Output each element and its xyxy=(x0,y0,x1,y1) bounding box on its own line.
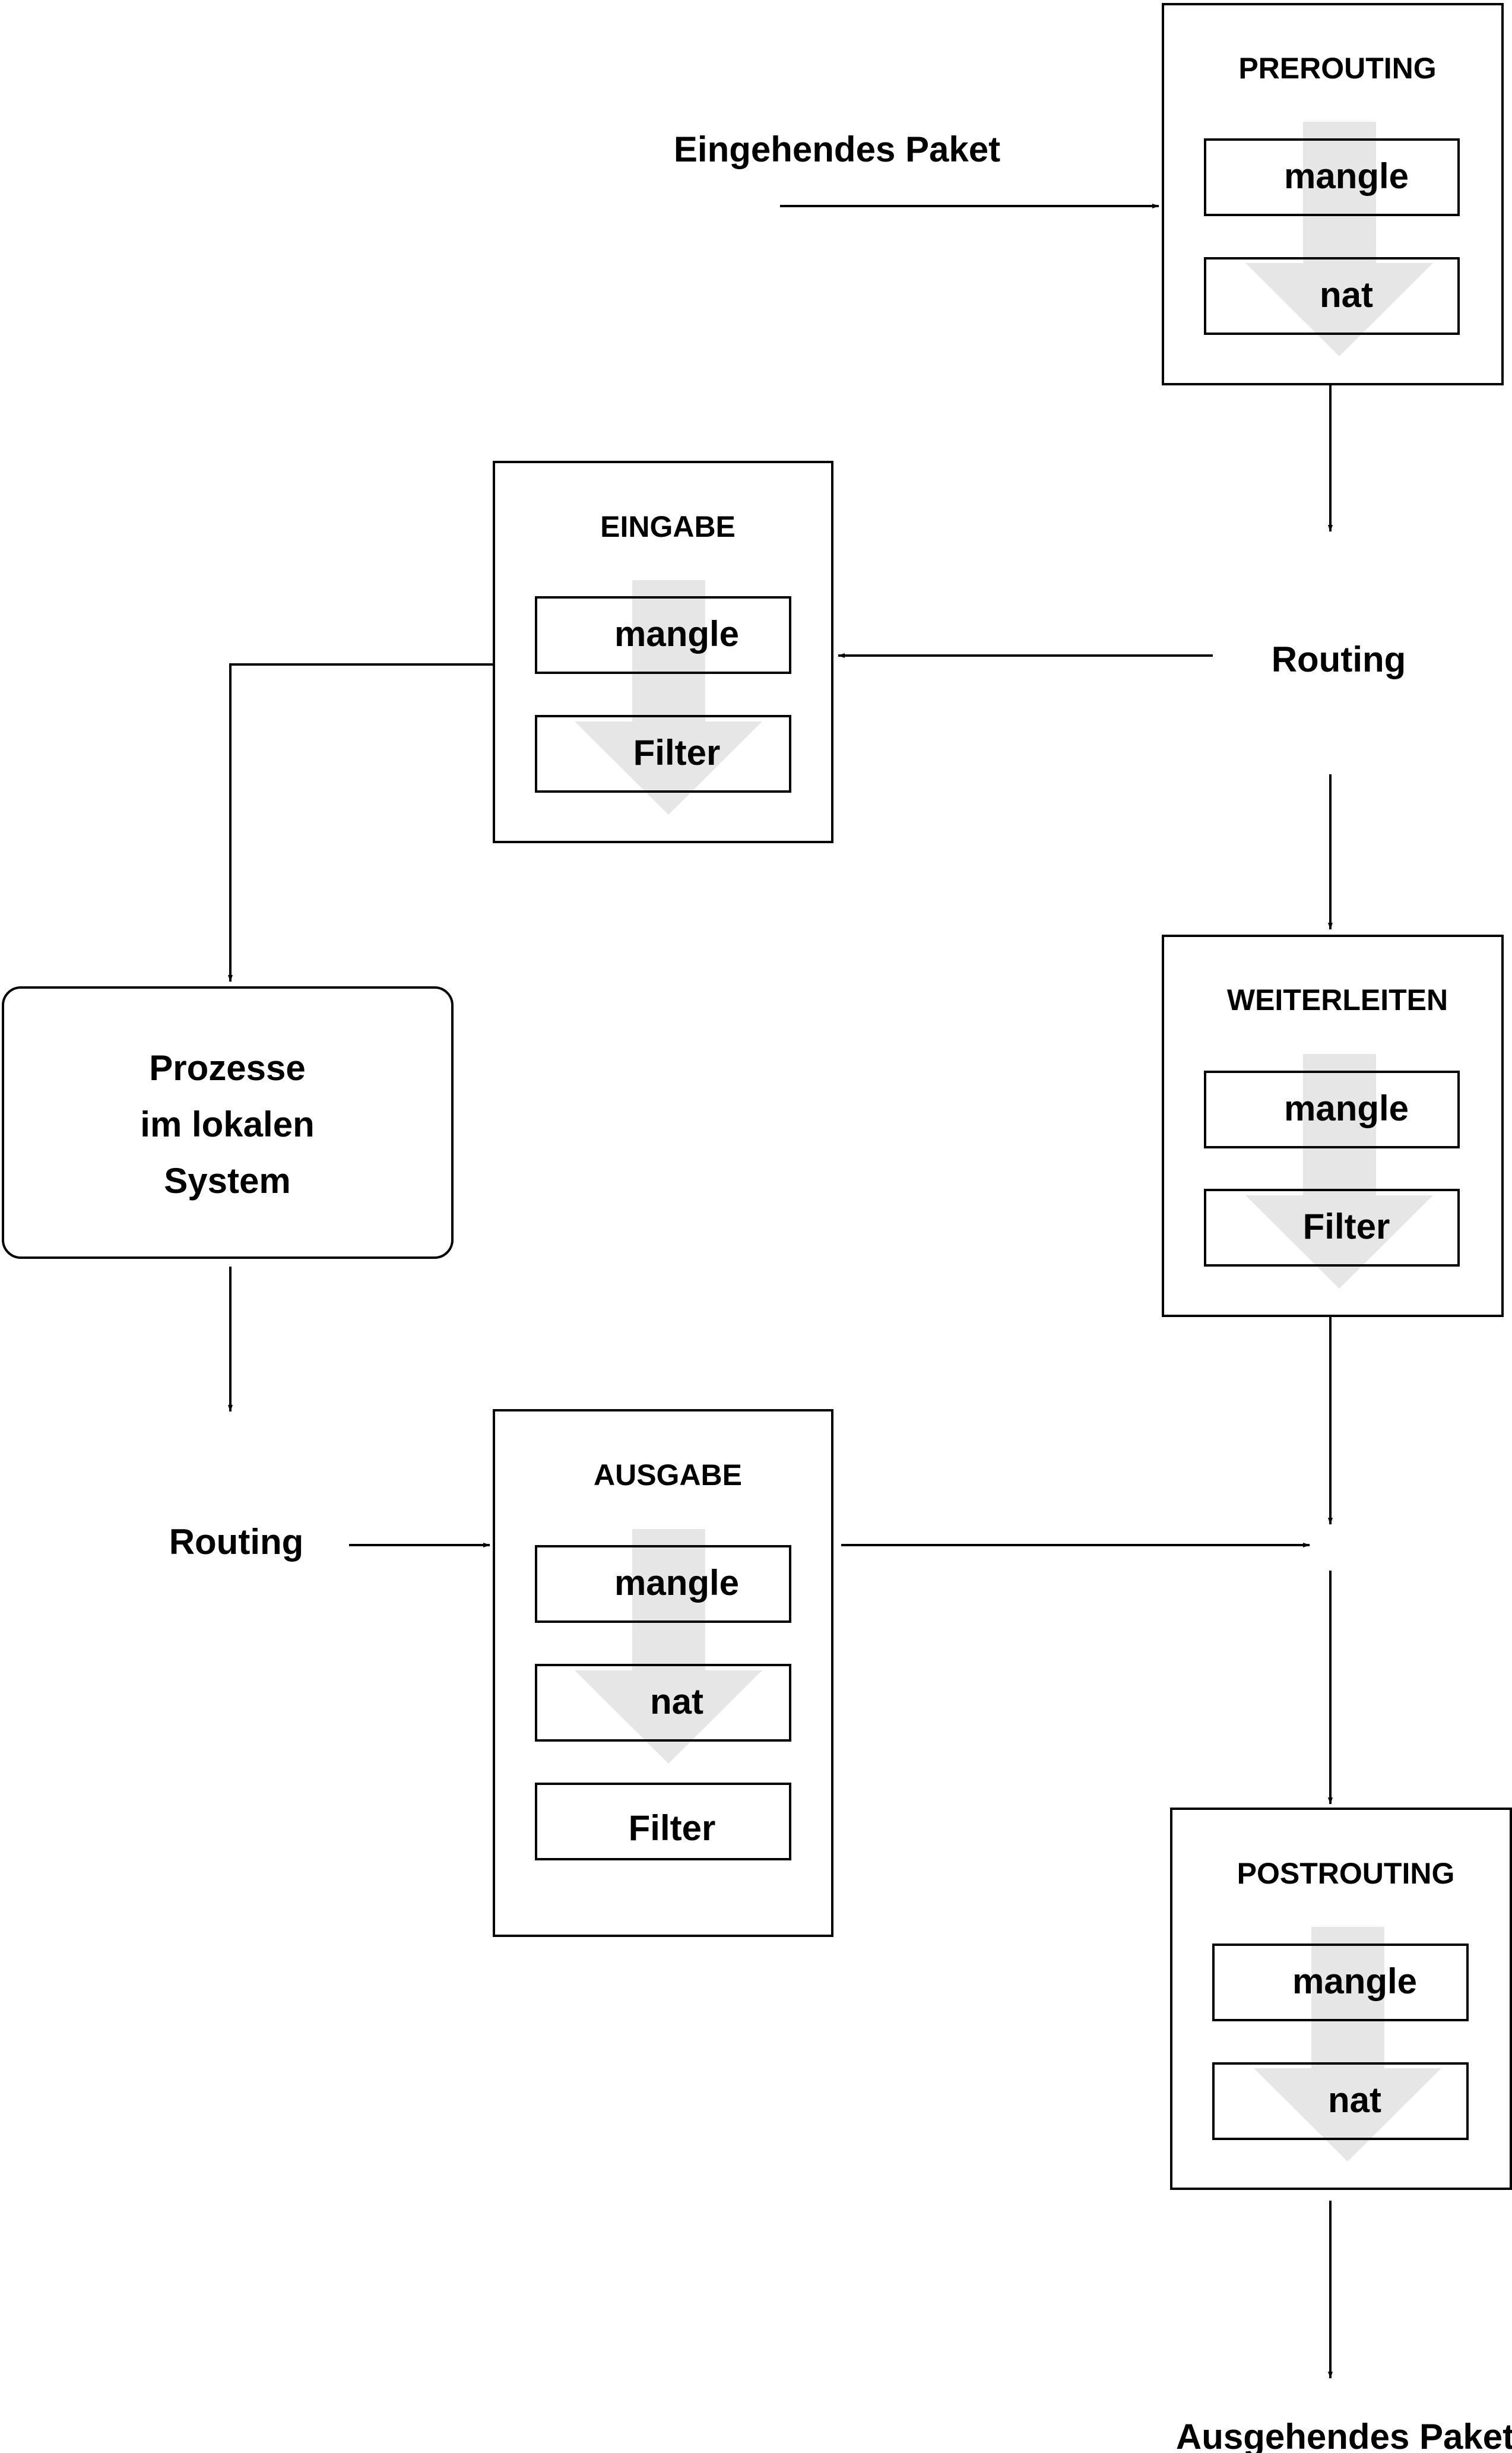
flow-down-arrow-icon xyxy=(1245,122,1433,356)
table-box-filter xyxy=(535,1783,791,1860)
chain-prerouting: PREROUTING mangle nat xyxy=(1162,3,1504,385)
table-label: nat xyxy=(650,1682,703,1721)
chain-title: PREROUTING xyxy=(1238,52,1436,85)
flow-down-arrow-icon xyxy=(575,580,762,815)
table-label: Filter xyxy=(633,733,721,773)
incoming-packet-label: Eingehendes Paket xyxy=(674,129,1000,169)
table-label: Filter xyxy=(1303,1207,1390,1246)
local-processes-box: Prozesse im lokalen System xyxy=(2,986,454,1259)
table-label: mangle xyxy=(614,614,739,654)
chain-title: WEITERLEITEN xyxy=(1227,983,1448,1017)
connectors xyxy=(228,204,1333,2379)
chain-postrouting: POSTROUTING mangle nat xyxy=(1170,1808,1512,2190)
table-label: nat xyxy=(1320,275,1373,315)
table-label: mangle xyxy=(1284,1088,1409,1128)
table-label: nat xyxy=(1328,2080,1381,2120)
flow-down-arrow-icon xyxy=(1254,1927,1441,2161)
routing-bottom-label: Routing xyxy=(169,1522,304,1562)
arrow-eingabe-to-processes xyxy=(228,663,493,982)
outgoing-packet-label: Ausgehendes Paket xyxy=(1176,2417,1512,2453)
table-label: mangle xyxy=(614,1563,739,1603)
table-label: mangle xyxy=(1284,156,1409,196)
table-box-filter xyxy=(535,715,791,793)
process-line-1: Prozesse xyxy=(149,1048,306,1088)
process-line-3: System xyxy=(164,1161,290,1201)
chain-title: POSTROUTING xyxy=(1237,1857,1455,1890)
table-box-nat xyxy=(1212,2062,1469,2140)
chain-ausgabe: AUSGABE mangle nat Filter xyxy=(493,1409,833,1937)
table-box-nat xyxy=(535,1664,791,1742)
table-box-nat xyxy=(1204,257,1460,335)
table-box-mangle xyxy=(535,596,791,674)
chain-title: AUSGABE xyxy=(594,1458,742,1492)
table-box-mangle xyxy=(1204,138,1460,216)
flow-down-arrow-icon xyxy=(1245,1054,1433,1289)
chain-title: EINGABE xyxy=(600,510,736,543)
flow-down-arrow-icon xyxy=(575,1529,762,1764)
table-label: Filter xyxy=(629,1808,716,1848)
chain-weiterleiten: WEITERLEITEN mangle Filter xyxy=(1162,935,1504,1317)
chain-eingabe: EINGABE mangle Filter xyxy=(493,461,833,843)
table-box-filter xyxy=(1204,1189,1460,1267)
table-box-mangle xyxy=(535,1545,791,1623)
table-box-mangle xyxy=(1212,1944,1469,2021)
process-line-2: im lokalen xyxy=(140,1104,314,1144)
table-label: mangle xyxy=(1292,1961,1417,2001)
routing-top-label: Routing xyxy=(1272,640,1406,679)
table-box-mangle xyxy=(1204,1071,1460,1148)
